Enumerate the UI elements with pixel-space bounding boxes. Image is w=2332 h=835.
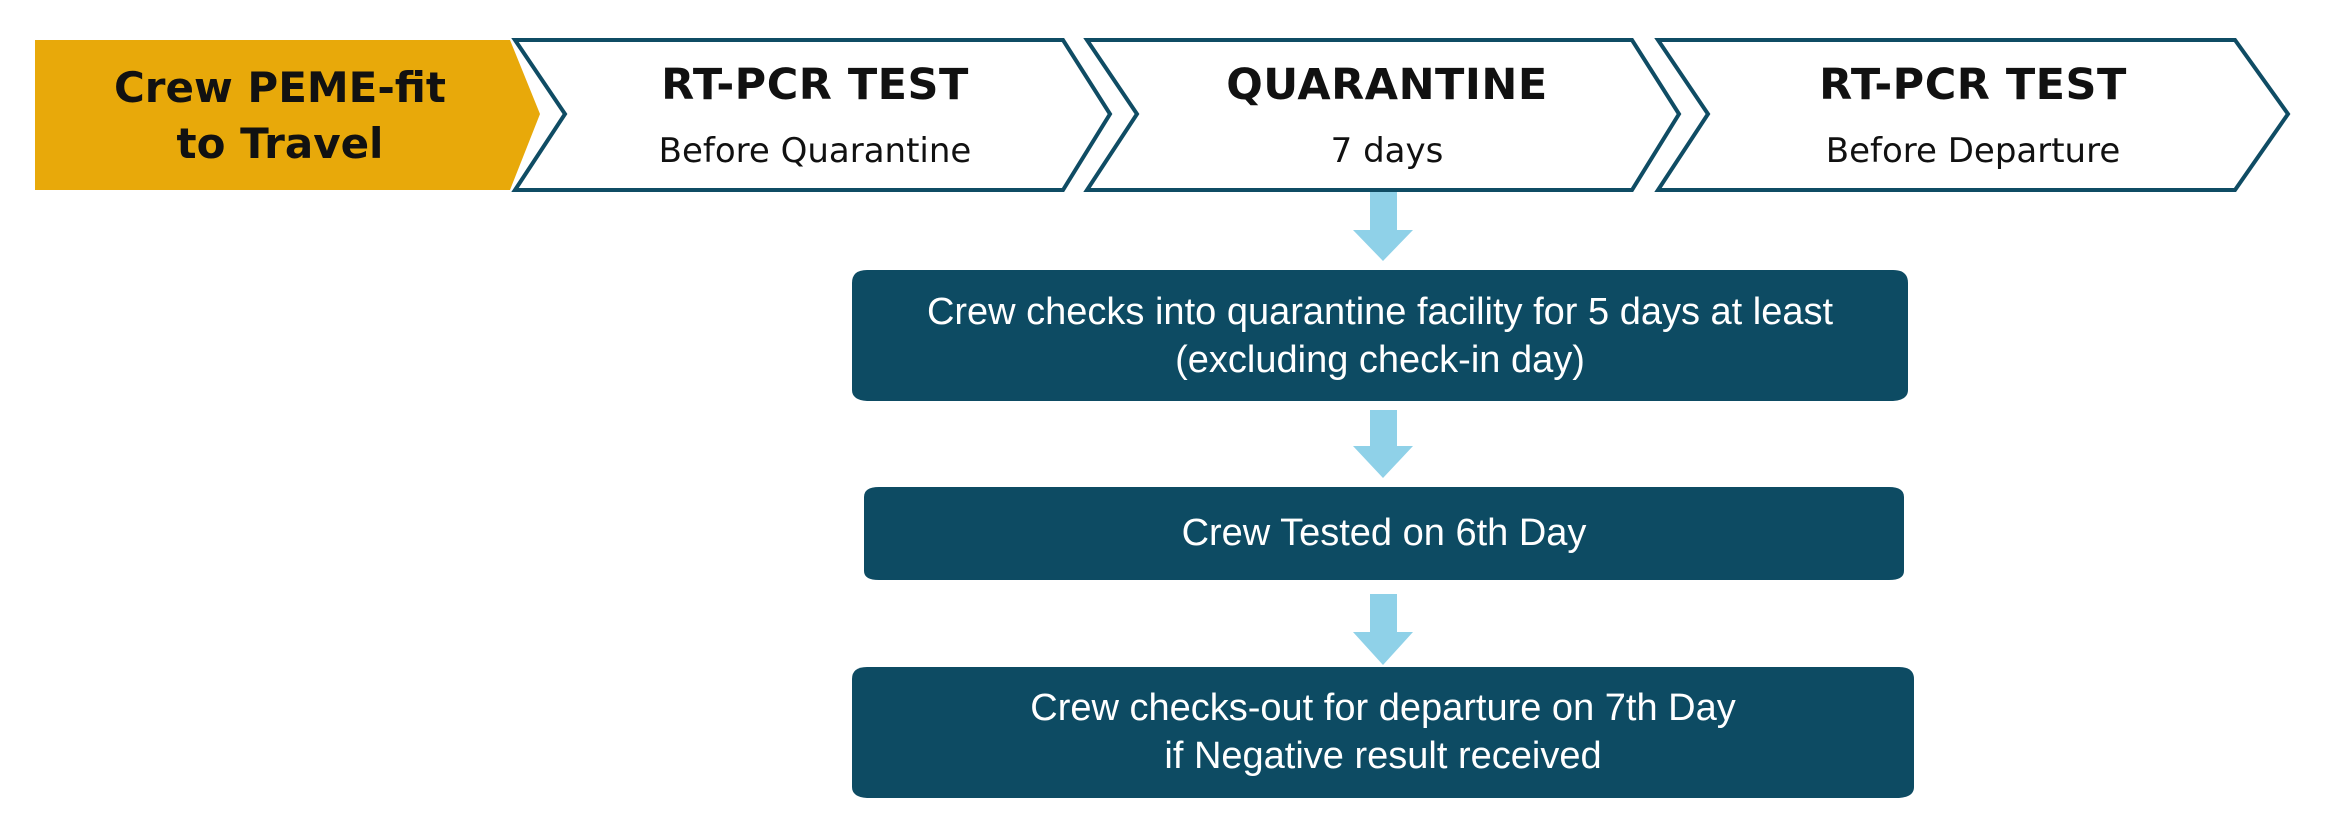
down-arrow-2-icon: [1353, 410, 1413, 478]
down-arrow-3-icon: [1353, 594, 1413, 665]
stage-peme-line-2: to Travel: [176, 119, 384, 168]
stage-shape-peme: [35, 40, 540, 190]
step-box-checkout: [852, 667, 1914, 798]
stage-rtpcr-before-quarantine-subtitle: Before Quarantine: [658, 131, 972, 171]
step-checkin-line-1: Crew checks into quarantine facility for…: [926, 291, 1834, 333]
step-checkin-line-2: (excluding check-in day): [1175, 339, 1585, 381]
stage-peme-line-1: Crew PEME-fit: [113, 63, 447, 112]
step-box-checkin: [852, 270, 1908, 401]
stage-quarantine-subtitle: 7 days: [1330, 131, 1444, 171]
stage-quarantine-title: QUARANTINE: [1226, 60, 1548, 110]
stage-shape-rtpcr-before-quarantine: [511, 38, 1113, 192]
stage-shape-rtpcr-before-departure: [1654, 38, 2291, 192]
stage-rtpcr-before-departure-subtitle: Before Departure: [1825, 131, 2121, 171]
step-checkout-line-2: if Negative result received: [1164, 735, 1602, 777]
step-checkout-line-1: Crew checks-out for departure on 7th Day: [1030, 687, 1736, 729]
step-checkout-text: Crew checks-out for departure on 7th Day…: [852, 684, 1914, 780]
stage-rtpcr-before-quarantine-title: RT-PCR TEST: [661, 60, 969, 110]
step-tested-text: Crew Tested on 6th Day: [864, 509, 1904, 557]
step-checkin-text: Crew checks into quarantine facility for…: [852, 288, 1908, 384]
step-tested-line-1: Crew Tested on 6th Day: [1181, 512, 1587, 554]
stage-rtpcr-before-departure-title: RT-PCR TEST: [1819, 60, 2127, 110]
down-arrow-1-icon: [1353, 192, 1413, 261]
step-box-tested: [864, 487, 1904, 580]
stage-peme-label: Crew PEME-fit to Travel: [60, 60, 500, 172]
stage-shape-quarantine: [1083, 38, 1682, 192]
